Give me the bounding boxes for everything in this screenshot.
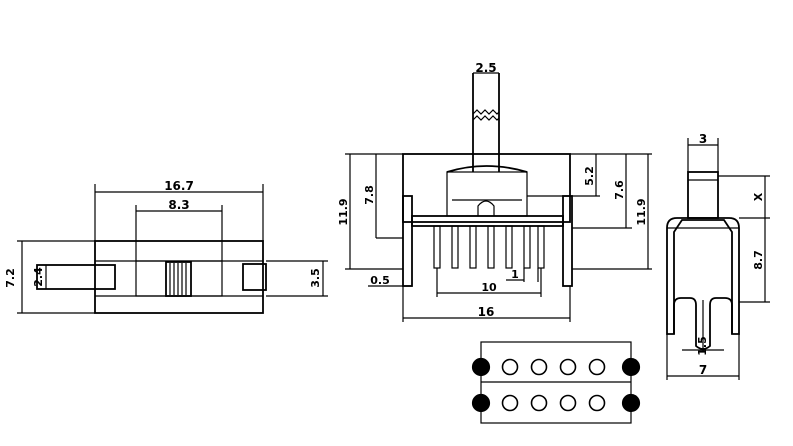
dim-actuator-width: 2.5 (475, 61, 496, 75)
pin-pad (559, 394, 577, 412)
left-body-outline (94, 240, 264, 314)
mount-pad (471, 393, 491, 413)
pin-pad (530, 394, 548, 412)
left-tab (36, 264, 116, 290)
dim-overall-length: 16.7 (164, 179, 194, 193)
mount-pad (621, 393, 641, 413)
pin-pad (530, 358, 548, 376)
dim-right-height-a: 5.2 (583, 166, 596, 186)
pin-pad (501, 394, 519, 412)
pin-pad (559, 358, 577, 376)
mount-pad (621, 357, 641, 377)
dim-left-height: 11.9 (337, 198, 350, 225)
dim-pin-span: 10 (481, 281, 497, 294)
dim-side-width: 7 (699, 363, 707, 377)
front-view: 2.5 11.9 7.8 0.5 5.2 (337, 61, 652, 322)
dim-pin-gap: 1.5 (696, 336, 709, 356)
slider-slot (135, 260, 223, 297)
mount-pad (471, 357, 491, 377)
front-left-tab (402, 195, 413, 287)
dim-body-width: 16 (478, 305, 495, 319)
pin-pad (588, 394, 606, 412)
dim-top-width: 3 (699, 132, 707, 146)
dim-tab-height: 2.4 (32, 267, 45, 287)
left-view: 16.7 8.3 7.2 2.4 3.5 (4, 179, 328, 314)
front-body-outline (402, 153, 571, 223)
dim-travel: X (752, 192, 765, 201)
slider-knob (165, 261, 192, 297)
dim-pin-height: 8.7 (752, 250, 765, 270)
front-base (411, 215, 564, 227)
dim-right-height-c: 11.9 (635, 198, 648, 225)
dim-actuator-height: 7.8 (363, 185, 376, 205)
dim-overall-height: 7.2 (4, 268, 17, 288)
dim-pin-pitch: 1 (511, 268, 519, 281)
pcb-layout (471, 341, 641, 424)
dim-slot-width: 8.3 (168, 198, 189, 212)
side-actuator (687, 171, 719, 219)
dim-right-height-b: 7.6 (613, 180, 626, 200)
side-body-outline (666, 217, 740, 335)
dim-body-height: 3.5 (309, 268, 322, 288)
right-tab (242, 263, 267, 291)
side-view: 3 X 8.7 1.5 7 (666, 132, 770, 380)
actuator-housing (446, 171, 528, 217)
dim-pin-offset: 0.5 (370, 274, 390, 287)
pin-pad (501, 358, 519, 376)
pin-pad (588, 358, 606, 376)
